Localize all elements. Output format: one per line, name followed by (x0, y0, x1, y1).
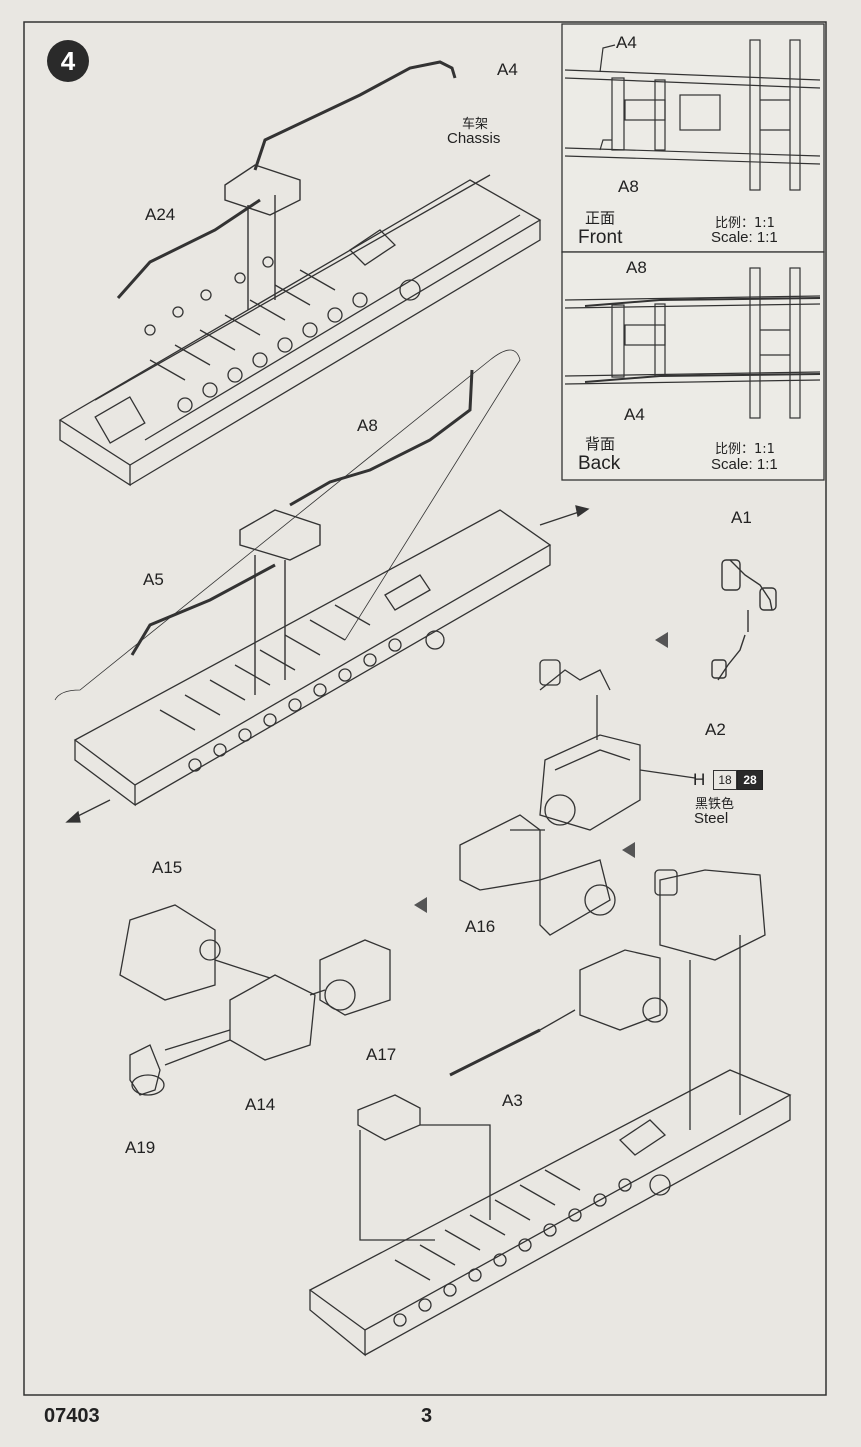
chassis-label-en: Chassis (447, 130, 501, 147)
part-label-a3: A3 (502, 1091, 523, 1110)
lower-engine (449, 869, 766, 1130)
part-label-a19: A19 (125, 1138, 156, 1157)
inset-back-box (561, 251, 825, 481)
paint-color-en: Steel (694, 810, 729, 827)
a4-a24-parts (116, 60, 457, 310)
inset-back-view-cn: 背面 (585, 435, 616, 453)
page-number: 3 (421, 1405, 433, 1427)
paint-code-1: 18 (713, 770, 737, 790)
product-code: 07403 (44, 1405, 100, 1427)
inset-back-scale-cn: 比例：1:1 (715, 442, 775, 457)
step-number-badge: 4 (47, 40, 89, 82)
inset-front-chassis (564, 39, 821, 191)
inset-front-view-cn: 正面 (585, 209, 616, 227)
inset-front-box (561, 23, 825, 253)
paint-part-letter: H (693, 770, 706, 789)
inset-back-chassis (564, 267, 821, 419)
chassis-label-cn: 车架 (462, 117, 489, 132)
page-frame (23, 21, 827, 1396)
inset-front-view-en: Front (578, 227, 623, 248)
gearbox-group (119, 904, 391, 1096)
engine-h (539, 659, 696, 831)
inset-front-scale-cn: 比例：1:1 (715, 216, 775, 231)
inset-back-view-en: Back (578, 453, 621, 474)
inset-back-label-a4: A4 (624, 405, 645, 424)
part-label-a2: A2 (705, 720, 726, 739)
lower-chassis (308, 1069, 792, 1357)
part-label-a15: A15 (152, 858, 183, 877)
part-label-a14: A14 (245, 1095, 276, 1114)
part-label-a8: A8 (357, 416, 378, 435)
paint-color-cn: 黑铁色 (695, 797, 735, 812)
upper-chassis (58, 174, 542, 487)
inset-front-scale-en: Scale: 1:1 (711, 229, 778, 246)
part-label-a4: A4 (497, 60, 518, 79)
paint-code-2: 28 (737, 770, 763, 790)
part-label-a24: A24 (145, 205, 176, 224)
a1-a2-parts (711, 559, 777, 681)
a16-parts (459, 814, 616, 936)
inset-front-label-a4: A4 (616, 33, 637, 52)
a17-part (357, 1094, 491, 1241)
part-label-a5: A5 (143, 570, 164, 589)
part-label-a16: A16 (465, 917, 496, 936)
paint-codes: 18 28 (713, 770, 763, 790)
part-label-a17: A17 (366, 1045, 397, 1064)
direction-arrows (65, 505, 590, 823)
hint-arrows (414, 632, 668, 913)
inset-back-label-a8: A8 (626, 258, 647, 277)
inset-back-scale-en: Scale: 1:1 (711, 456, 778, 473)
a8-a5-parts (130, 369, 474, 695)
part-label-a1: A1 (731, 508, 752, 527)
inset-front-label-a8: A8 (618, 177, 639, 196)
middle-chassis (54, 349, 552, 807)
